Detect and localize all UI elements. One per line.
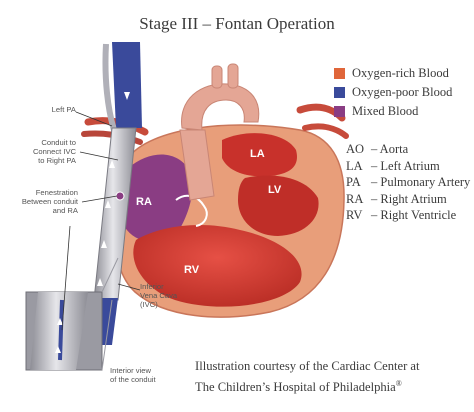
illustration-credit: Illustration courtesy of the Cardiac Cen… bbox=[195, 358, 471, 396]
aorta-branch-2 bbox=[227, 63, 239, 89]
right-atrium bbox=[119, 154, 193, 243]
credit-line2-text: The Children’s Hospital of Philadelphia bbox=[195, 380, 396, 395]
chamber-label-lv: LV bbox=[268, 184, 282, 196]
abbr-row-ra: RA – Right Atrium bbox=[346, 191, 472, 208]
superior-vena-cava bbox=[112, 42, 142, 128]
chamber-label-ra: RA bbox=[136, 196, 152, 208]
abbr-row-rv: RV – Right Ventricle bbox=[346, 207, 472, 224]
abbr-value: – Pulmonary Artery bbox=[371, 175, 471, 189]
left-atrium bbox=[222, 133, 297, 177]
label-fenestration: Fenestration Between conduit and RA bbox=[4, 188, 78, 215]
abbr-row-ao: AO – Aorta bbox=[346, 141, 472, 158]
label-fenestration-line2: Between conduit bbox=[21, 197, 78, 207]
legend-item-oxygen-poor: Oxygen-poor Blood bbox=[334, 83, 452, 102]
legend-label-oxygen-poor: Oxygen-poor Blood bbox=[352, 85, 453, 99]
fenestration bbox=[115, 191, 125, 201]
abbr-value: – Right Ventricle bbox=[371, 208, 457, 222]
callout-lines bbox=[61, 111, 141, 331]
label-interior-view: Interior view of the conduit bbox=[110, 366, 180, 384]
aortic-root bbox=[179, 129, 215, 201]
abbr-key: RV bbox=[346, 208, 363, 222]
legend-item-mixed: Mixed Blood bbox=[334, 102, 452, 121]
pulmonary-veins-2 bbox=[302, 123, 349, 139]
label-conduit-line1: Conduit to bbox=[41, 138, 76, 147]
legend: Oxygen-rich Blood Oxygen-poor Blood Mixe… bbox=[334, 64, 452, 121]
fontan-conduit bbox=[93, 127, 137, 301]
abbr-value: – Left Atrium bbox=[371, 158, 440, 173]
credit-line1: Illustration courtesy of the Cardiac Cen… bbox=[195, 359, 420, 373]
diagram-title: Stage III – Fontan Operation bbox=[139, 14, 335, 33]
abbr-value: – Right Atrium bbox=[371, 191, 447, 206]
abbreviation-list: AO – Aorta LA – Left Atrium PA – Pulmona… bbox=[346, 141, 472, 224]
label-ivc-line1: Inferior bbox=[140, 282, 164, 291]
legend-swatch-oxygen-rich bbox=[334, 68, 345, 79]
legend-swatch-mixed bbox=[334, 106, 345, 117]
abbr-key: RA bbox=[346, 191, 364, 206]
label-interior-line2: of the conduit bbox=[110, 375, 156, 385]
legend-swatch-oxygen-poor bbox=[334, 87, 345, 98]
label-conduit-line3: to Right PA bbox=[38, 156, 76, 166]
legend-label-oxygen-rich: Oxygen-rich Blood bbox=[352, 66, 449, 80]
svc-wall bbox=[102, 43, 117, 131]
label-ivc-line2: Vena Cava bbox=[140, 291, 178, 301]
legend-item-oxygen-rich: Oxygen-rich Blood bbox=[334, 64, 452, 83]
inset-flow bbox=[58, 299, 64, 361]
valve-outline bbox=[175, 194, 208, 227]
flow-arrows bbox=[97, 92, 130, 286]
label-ivc: Inferior Vena Cava (IVC) bbox=[140, 282, 200, 309]
label-fenestration-line1: Fenestration bbox=[35, 188, 78, 197]
label-interior-line1: Interior view bbox=[110, 366, 151, 375]
label-left-pa-text: Left PA bbox=[51, 105, 76, 114]
label-ivc-line3: (IVC) bbox=[140, 300, 158, 310]
legend-label-mixed: Mixed Blood bbox=[352, 104, 419, 118]
aorta bbox=[181, 83, 260, 131]
abbr-key: PA bbox=[346, 175, 361, 189]
abbr-row-pa: PA – Pulmonary Artery bbox=[346, 174, 472, 191]
registered-mark: ® bbox=[395, 379, 402, 388]
aorta-branch-1 bbox=[211, 65, 223, 89]
abbr-row-la: LA – Left Atrium bbox=[346, 158, 472, 175]
chamber-label-rv: RV bbox=[184, 264, 200, 276]
label-conduit-line2: Connect IVC bbox=[32, 147, 76, 157]
left-ventricle bbox=[238, 175, 319, 236]
label-fenestration-line3: and RA bbox=[52, 206, 78, 216]
abbr-key: AO bbox=[346, 142, 365, 156]
abbr-value: – Aorta bbox=[371, 142, 409, 156]
inset-pointer bbox=[101, 257, 119, 371]
label-conduit: Conduit to Connect IVC to Right PA bbox=[10, 138, 76, 165]
label-left-pa: Left PA bbox=[10, 105, 76, 114]
abbr-key: LA bbox=[346, 158, 363, 173]
chamber-label-la: LA bbox=[250, 148, 265, 160]
inset-arrows bbox=[55, 318, 63, 353]
right-ventricle bbox=[133, 225, 302, 307]
credit-line2: The Children’s Hospital of Philadelphia® bbox=[195, 375, 471, 396]
